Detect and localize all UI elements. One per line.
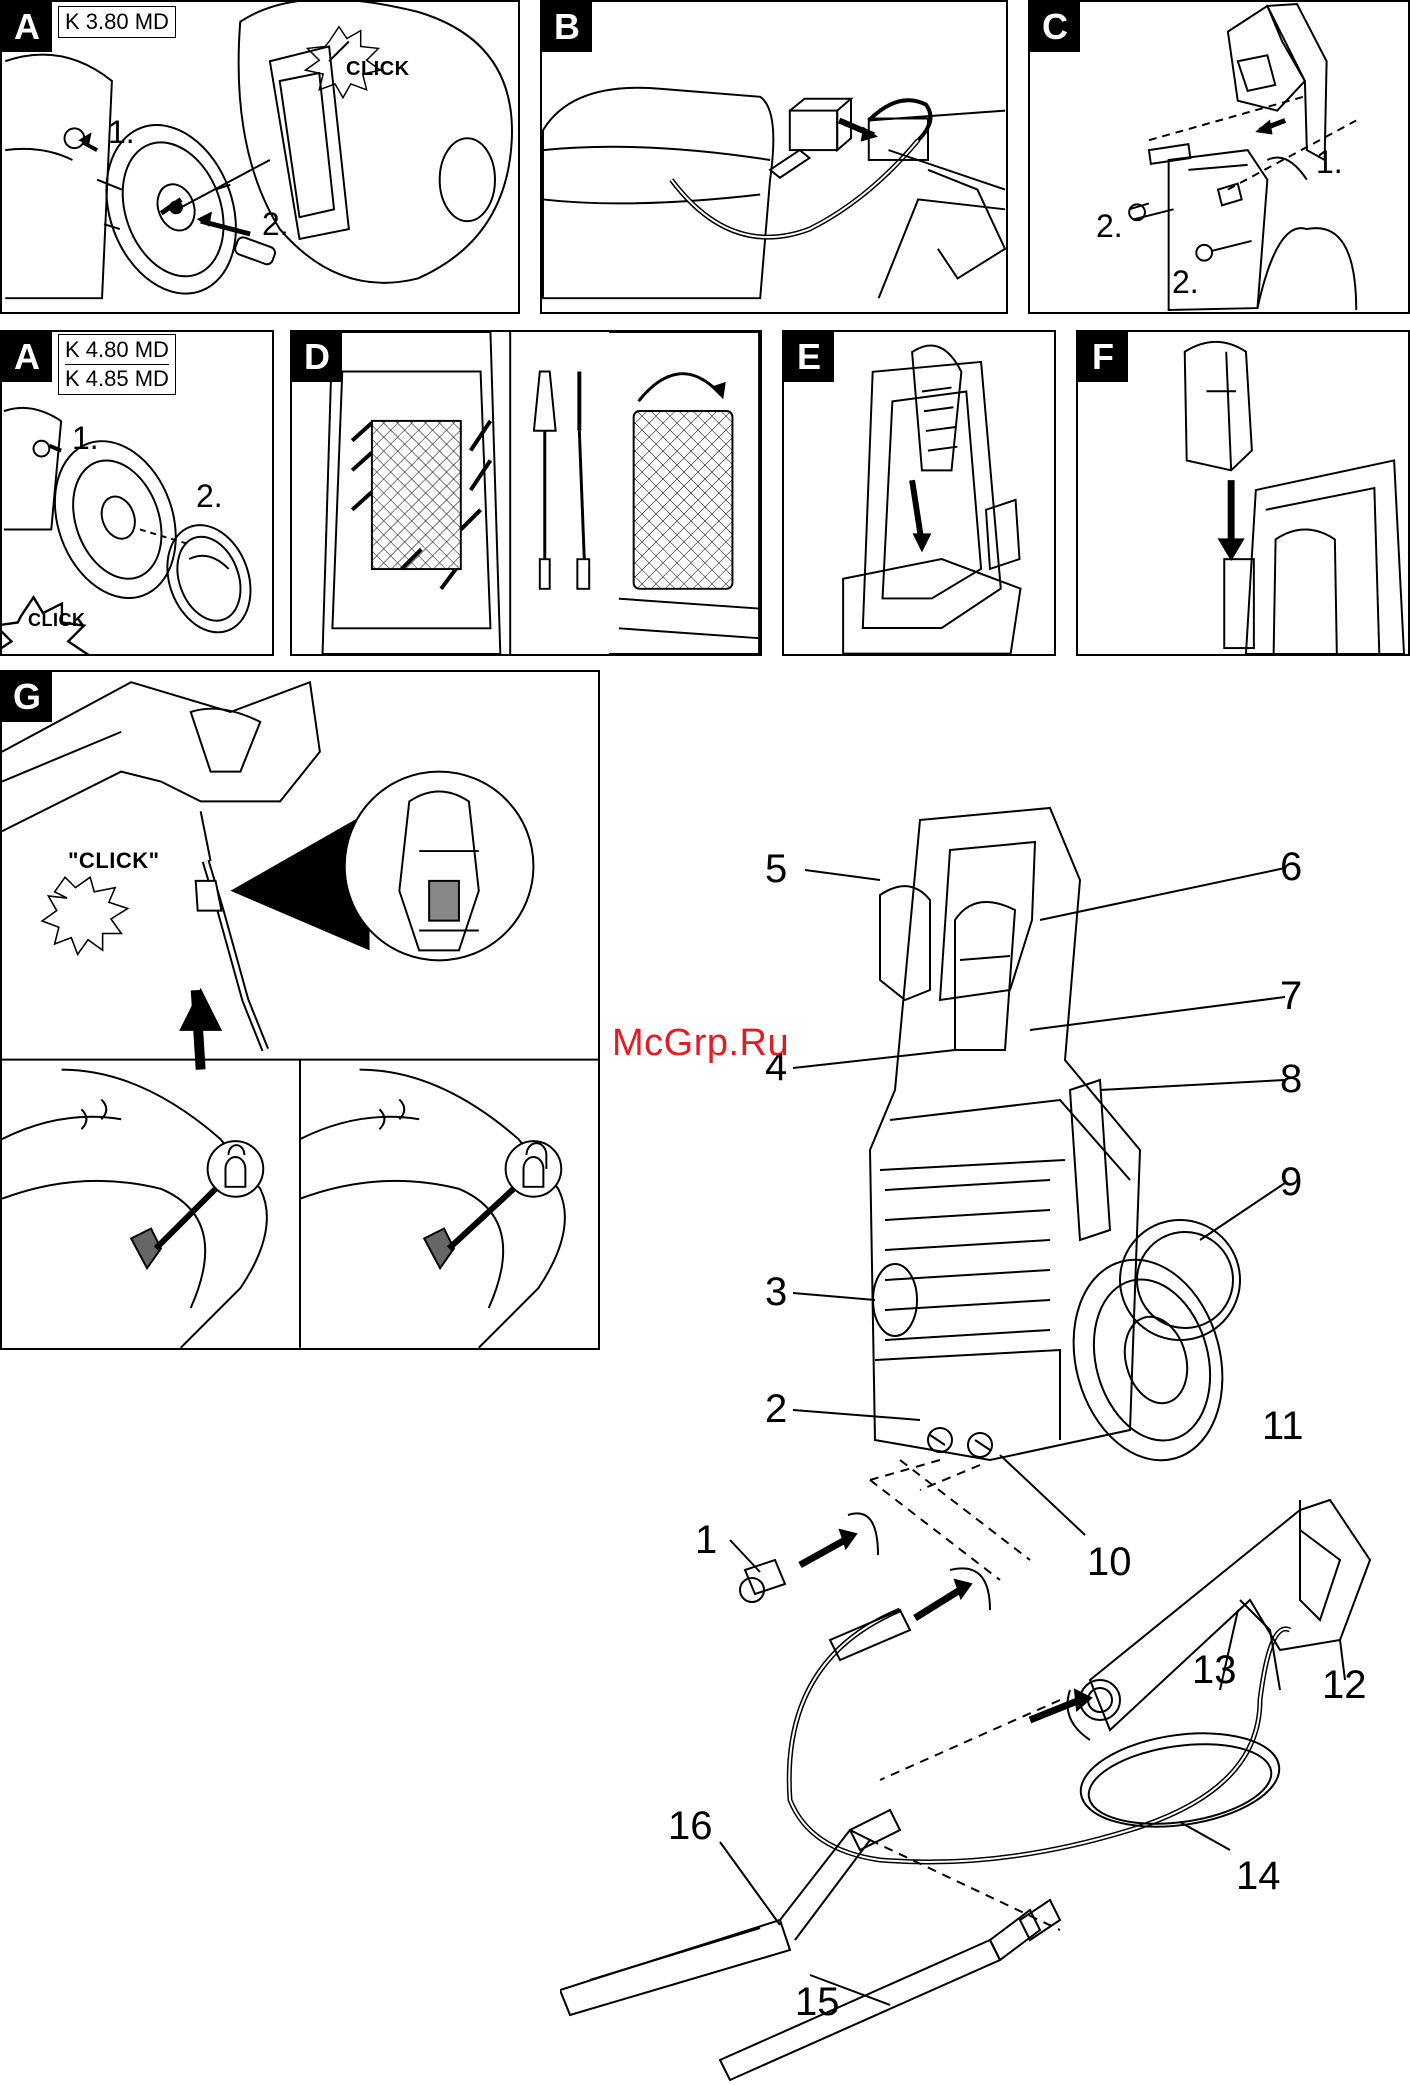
- panel-letter: G: [2, 672, 52, 722]
- callout-2: 2: [765, 1389, 787, 1429]
- step-2-label: 2.: [196, 478, 223, 515]
- step-2-label: 2.: [1172, 264, 1199, 301]
- click-label: CLICK: [28, 610, 86, 631]
- panel-a-k380: A K 3.80 MD 1. 2. CLICK: [0, 0, 520, 314]
- panel-c: C 1. 2. 2.: [1028, 0, 1410, 314]
- callout-5: 5: [765, 849, 787, 889]
- wheel-install-illustration: [2, 2, 518, 312]
- model-label-box: K 3.80 MD: [58, 6, 176, 38]
- trigger-gun-connection-illustration: [2, 672, 598, 1348]
- step-2-label: 2.: [1096, 208, 1123, 245]
- model-label-box: K 4.80 MD K 4.85 MD: [58, 334, 176, 395]
- callout-16: 16: [668, 1806, 713, 1846]
- callout-7: 7: [1280, 976, 1302, 1016]
- panel-letter: C: [1030, 2, 1080, 52]
- callout-8: 8: [1280, 1059, 1302, 1099]
- callout-14: 14: [1236, 1856, 1281, 1896]
- step-1-label: 1.: [108, 114, 135, 151]
- watermark-text: McGrp.Ru: [612, 1022, 789, 1065]
- model-label: K 4.85 MD: [65, 364, 169, 393]
- panel-letter: A: [2, 332, 52, 382]
- model-label: K 4.80 MD: [65, 336, 169, 364]
- panel-e: E: [782, 330, 1056, 656]
- step-1-label: 1.: [72, 420, 99, 457]
- storage-net-illustration: [292, 332, 760, 654]
- panel-letter: F: [1078, 332, 1128, 382]
- callout-11: 11: [1262, 1406, 1304, 1446]
- callout-15: 15: [795, 1982, 840, 2022]
- step-2-label: 2.: [262, 206, 289, 243]
- callout-3: 3: [765, 1272, 787, 1312]
- panel-letter: D: [292, 332, 342, 382]
- panel-f: F: [1076, 330, 1410, 656]
- panel-letter: A: [2, 2, 52, 52]
- callout-13: 13: [1192, 1650, 1237, 1690]
- panel-letter: E: [784, 332, 834, 382]
- panel-a-k480: A K 4.80 MD K 4.85 MD 1. 2. CLICK: [0, 330, 274, 656]
- panel-d: D: [290, 330, 762, 656]
- hose-connection-illustration: [542, 2, 1006, 312]
- model-label: K 3.80 MD: [65, 8, 169, 36]
- panel-letter: B: [542, 2, 592, 52]
- callout-6: 6: [1280, 847, 1302, 887]
- click-label: "CLICK": [68, 848, 160, 874]
- click-label: CLICK: [346, 58, 410, 81]
- panel-b: B: [540, 0, 1008, 314]
- panel-g: G "CLICK": [0, 670, 600, 1350]
- callout-12: 12: [1322, 1665, 1367, 1705]
- callout-10: 10: [1087, 1542, 1132, 1582]
- callout-1: 1: [695, 1520, 717, 1560]
- handle-mount-illustration: [1030, 2, 1408, 312]
- step-1-label: 1.: [1316, 144, 1343, 181]
- callout-9: 9: [1280, 1162, 1302, 1202]
